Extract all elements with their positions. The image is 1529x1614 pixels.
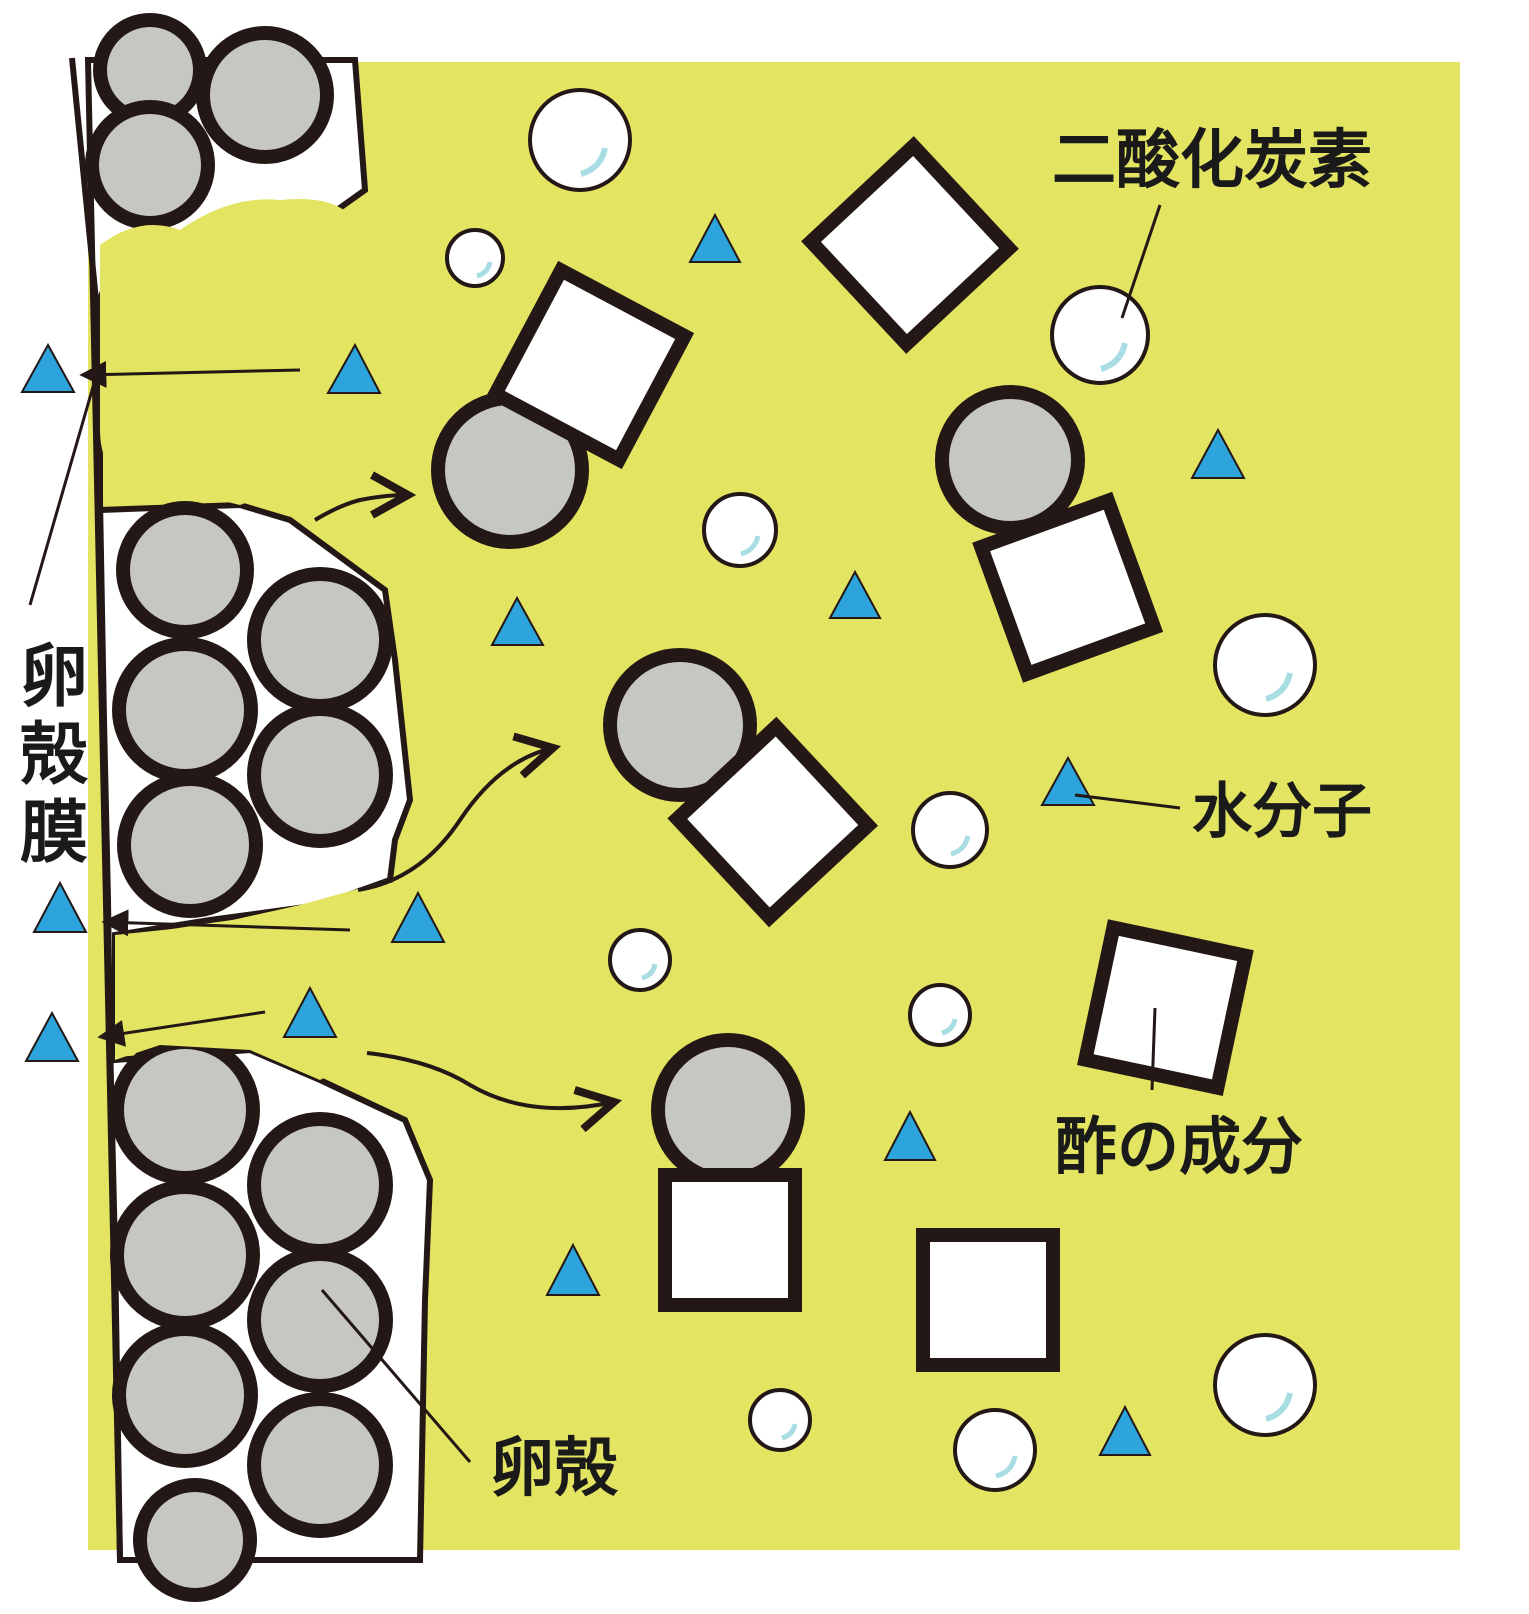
triangle-icon [490, 595, 545, 646]
bubble-icon [528, 88, 632, 192]
bubble-icon [911, 791, 989, 869]
circle-icon [116, 501, 254, 639]
circle-icon [247, 567, 393, 713]
reacting-particles [431, 385, 1085, 1187]
dissolve-arrows [313, 495, 614, 1108]
circle-icon [110, 1035, 260, 1185]
circle-icon [651, 1033, 805, 1187]
triangle-icon [1190, 427, 1246, 479]
arrow-icon [101, 909, 351, 937]
bubble-icon [1213, 613, 1317, 717]
bubble-icon [953, 1408, 1037, 1492]
square-icon [972, 491, 1164, 683]
acid-squares [485, 136, 1254, 1372]
curved-arrow-icon [357, 748, 553, 892]
circle-icon [112, 637, 258, 783]
square-icon [667, 716, 879, 928]
curved-arrow-icon [313, 495, 408, 522]
circle-icon [112, 1322, 258, 1468]
label-acid: 酢の成分 [1055, 1110, 1303, 1183]
circle-icon [935, 385, 1085, 535]
label-shell: 卵殻 [490, 1432, 619, 1506]
dissolved-zone [100, 199, 350, 505]
bubble-icon [608, 928, 672, 992]
triangle-icon [883, 1109, 937, 1161]
triangle-icon [545, 1242, 601, 1296]
circle-icon [85, 100, 215, 230]
eggshell-membrane [69, 57, 123, 1561]
bubble-icon [748, 1388, 812, 1452]
triangle-icon [24, 1010, 80, 1062]
square-icon [1077, 919, 1254, 1096]
co2-bubbles [445, 88, 1317, 1492]
triangle-icon [688, 212, 742, 263]
square-icon [916, 1228, 1060, 1372]
square-icon [485, 260, 695, 470]
arrow-icon [97, 1010, 266, 1047]
water-triangles [20, 212, 1246, 1456]
triangle-icon [1098, 1404, 1152, 1456]
membrane-arrows [79, 360, 351, 1047]
label-leaders [28, 204, 1181, 1463]
arrow-icon [79, 360, 301, 388]
triangle-icon [32, 880, 88, 933]
bubble-icon [1050, 285, 1150, 385]
circle-icon [247, 1392, 393, 1538]
circle-icon [247, 702, 393, 848]
circle-icon [110, 1180, 260, 1330]
triangle-icon [326, 342, 382, 394]
bubble-icon [702, 492, 778, 568]
triangle-icon [20, 342, 76, 393]
circle-icon [247, 1112, 393, 1258]
circle-icon [603, 648, 757, 802]
label-membrane: 卵殻膜 [20, 638, 89, 873]
triangle-icon [390, 890, 446, 943]
square-icon [801, 136, 1019, 354]
label-co2: 二酸化炭素 [1052, 124, 1372, 198]
curved-arrow-icon [366, 1051, 614, 1108]
triangle-icon [828, 569, 882, 619]
eggshell-particles [85, 13, 393, 1602]
circle-icon [247, 1247, 393, 1393]
bubble-icon [1213, 1333, 1317, 1437]
bubble-icon [908, 983, 972, 1047]
triangle-icon [1040, 755, 1096, 806]
square-icon [658, 1168, 802, 1312]
triangle-icon [282, 985, 338, 1038]
circle-icon [117, 772, 263, 918]
bubble-icon [445, 228, 505, 288]
circle-icon [196, 26, 334, 164]
label-water: 水分子 [1192, 777, 1372, 847]
circle-icon [133, 1478, 257, 1602]
